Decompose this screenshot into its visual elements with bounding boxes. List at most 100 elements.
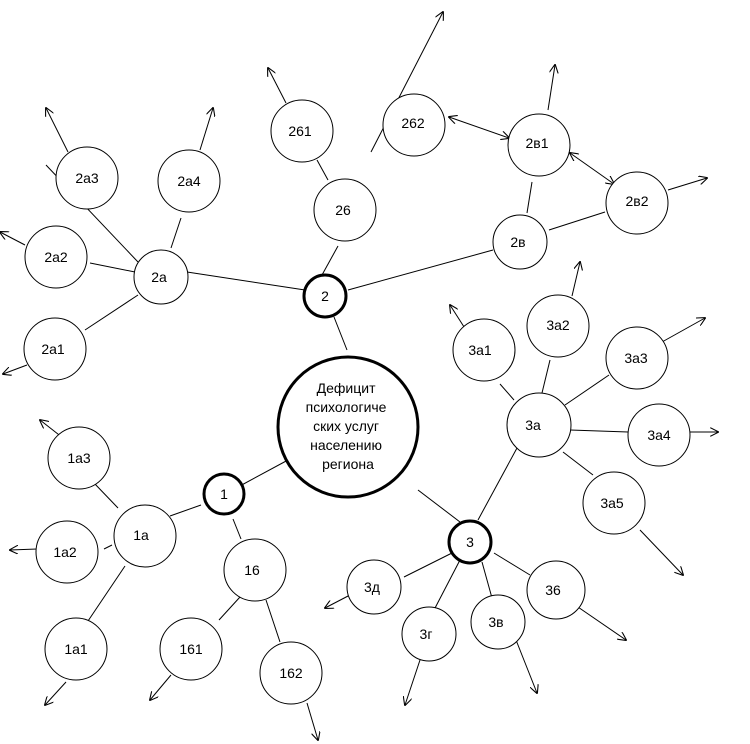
node-label: 3а3	[624, 350, 648, 366]
node-label: 2а1	[41, 341, 65, 357]
node-2v1: 2в1	[507, 113, 571, 177]
edge-2v-2v2	[548, 211, 606, 231]
node-261: 261	[270, 99, 334, 163]
node-262: 262	[382, 93, 446, 157]
arrow-2a4	[199, 108, 213, 151]
edge-3-36	[493, 552, 531, 576]
node-label: 3а1	[468, 342, 492, 358]
node-1a3: 1а3	[47, 426, 111, 490]
node-1: 1	[202, 472, 246, 516]
edge-1-16	[232, 518, 242, 540]
node-26: 26	[313, 178, 377, 242]
edge-3-3d	[403, 552, 453, 578]
edge-2-2a	[186, 271, 306, 291]
node-label: 1а3	[67, 450, 91, 466]
arrow-262-2v1	[449, 117, 509, 138]
node-label: 261	[288, 123, 312, 139]
center-line-5: региона	[322, 456, 374, 472]
edge-3-3g	[433, 559, 461, 611]
node-label: 2в2	[625, 193, 648, 209]
node-3a2: 3а2	[526, 294, 590, 358]
arrow-3g	[405, 659, 421, 705]
arrow-261	[268, 68, 287, 104]
node-3a5: 3а5	[582, 471, 646, 535]
edge-3a-3a1	[499, 383, 515, 401]
node-36: 36	[526, 560, 586, 620]
center-line-1: Дефицит	[317, 380, 376, 396]
node-3a: 3а	[506, 392, 572, 458]
edge-2-2v	[347, 249, 494, 291]
node-label: 2	[321, 288, 329, 304]
arrow-3a2	[571, 262, 580, 297]
node-2: 2	[302, 273, 348, 319]
edge-3-center	[417, 489, 461, 523]
arrow-3v	[515, 639, 537, 693]
arrow-2a1	[3, 364, 28, 374]
node-label: 1а2	[53, 544, 77, 560]
node-label: 3а2	[546, 317, 570, 333]
edge-3a-3a4	[569, 429, 629, 433]
connector-lines	[45, 159, 629, 643]
node-3a4: 3а4	[627, 403, 691, 467]
edge-2a-2a1	[84, 294, 139, 331]
node-2v: 2в	[492, 214, 548, 270]
node-2a2: 2а2	[24, 225, 88, 289]
edge-1a-1a1	[87, 565, 126, 622]
arrow-3a3	[661, 318, 705, 343]
node-2a4: 2а4	[157, 149, 221, 213]
node-label: 2а4	[177, 173, 201, 189]
node-3d: 3д	[346, 559, 402, 615]
edge-1-center	[237, 459, 289, 488]
node-label: 3а5	[600, 495, 624, 511]
edge-26-261	[316, 159, 329, 181]
node-label: 2в1	[525, 135, 548, 151]
node-label: 26	[335, 202, 351, 218]
node-label: 161	[179, 641, 203, 657]
arrow-36	[574, 604, 626, 640]
edge-1-1a	[169, 504, 202, 517]
center-node-text: Дефицит психологиче ских услуг населению…	[306, 380, 391, 472]
arrow-2v2	[667, 178, 707, 191]
edge-2v-2v1	[526, 181, 533, 214]
arrow-162	[306, 702, 318, 740]
arrow-2a3	[46, 108, 69, 153]
node-label: 3а	[525, 417, 541, 433]
node-label: 3в	[488, 614, 503, 630]
node-1a: 1а	[113, 504, 177, 568]
node-3: 3	[447, 519, 493, 565]
edge-2a-2a2	[89, 262, 136, 273]
node-162: 162	[259, 641, 323, 705]
node-label: 16	[244, 562, 260, 578]
node-label: 3	[466, 534, 474, 550]
node-161: 161	[159, 617, 223, 681]
node-label: 2а	[151, 269, 167, 285]
node-label: 2а3	[75, 170, 99, 186]
node-16: 16	[223, 538, 287, 602]
arrow-3a5	[639, 529, 683, 575]
node-3g: 3г	[401, 606, 457, 662]
edge-1a-1a3	[93, 482, 119, 509]
node-2a: 2а	[133, 249, 189, 305]
edge-1a-1a2	[103, 544, 113, 550]
center-node: Дефицит психологиче ских услуг населению…	[276, 355, 420, 499]
arrow-2a2	[0, 232, 26, 246]
center-line-3: ских услуг	[313, 418, 379, 434]
node-label: 3а4	[647, 427, 671, 443]
edge-2a-2a4	[170, 217, 182, 249]
arrow-2v1-2v2	[570, 153, 614, 184]
center-line-4: населению	[310, 437, 382, 453]
node-2v2: 2в2	[605, 171, 669, 235]
node-label: 36	[545, 582, 561, 598]
edge-2-center	[333, 316, 348, 351]
arrow-161	[150, 674, 172, 700]
node-2a3: 2а3	[55, 146, 119, 210]
arrow-2v1	[547, 65, 555, 111]
arrow-3d	[325, 594, 351, 608]
arrow-1a1	[45, 681, 67, 705]
node-2a1: 2а1	[23, 317, 87, 381]
edge-3a-3a2	[541, 359, 551, 394]
node-label: 262	[401, 115, 425, 131]
node-label: 1а1	[64, 641, 88, 657]
node-label: 2в	[510, 234, 525, 250]
